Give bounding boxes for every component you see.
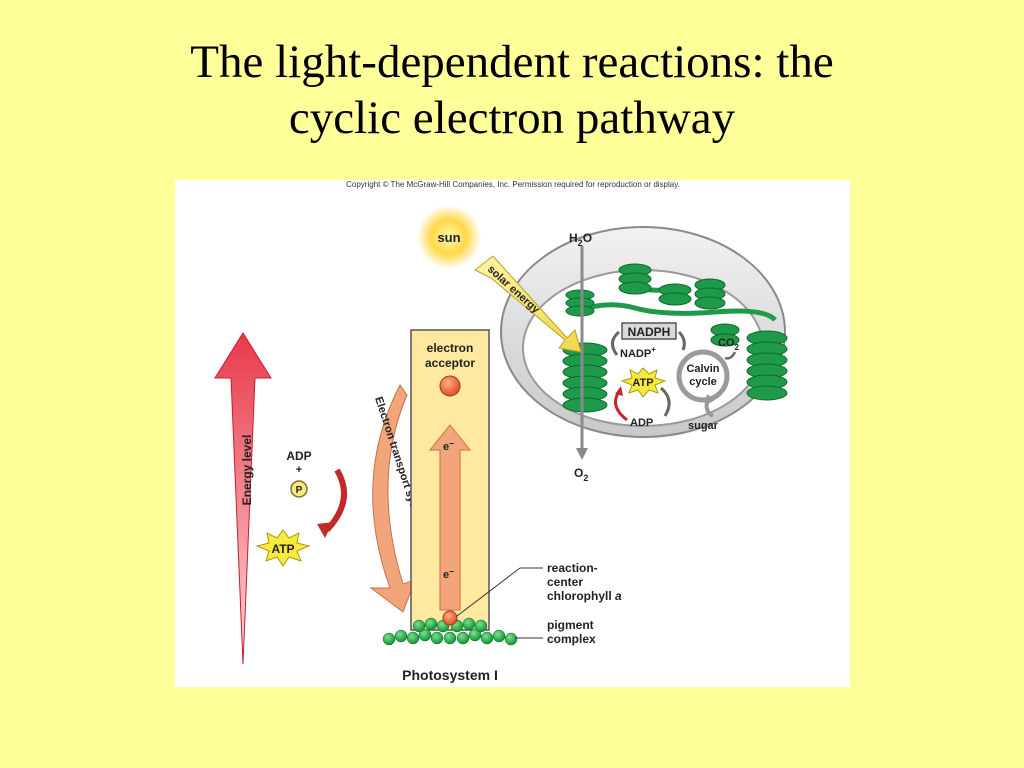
atp-label-chloroplast: ATP xyxy=(632,377,653,389)
calvin-cycle-ring xyxy=(676,349,730,403)
co2-label: CO2 xyxy=(718,337,740,352)
copyright-text: Copyright © The McGraw-Hill Companies, I… xyxy=(346,180,680,189)
nadp-cycle-arrow xyxy=(611,330,621,356)
calvin-label-2: cycle xyxy=(689,376,717,388)
acceptor-label-1: electron xyxy=(427,341,474,355)
nadph-cycle-arrow xyxy=(677,330,686,351)
solar-energy-arrow xyxy=(474,255,582,353)
diagram-figure: Copyright © The McGraw-Hill Companies, I… xyxy=(175,180,850,687)
electron-label-bottom: e– xyxy=(443,566,454,581)
atp-burst-chloroplast xyxy=(620,367,667,398)
acceptor-label-2: acceptor xyxy=(425,356,475,370)
reaction-center-label-1: reaction- xyxy=(547,561,598,575)
chloroplast: NADPH NADP+ Calvin cycle CO2 sugar ATP A… xyxy=(500,226,788,483)
granum-stack xyxy=(658,283,692,306)
reaction-center-label-2: center xyxy=(547,575,583,589)
energy-level-label: Energy level xyxy=(240,435,254,506)
reaction-center-ball xyxy=(442,610,458,626)
sun-label: sun xyxy=(437,230,460,245)
phosphate-label: P xyxy=(296,485,303,496)
reaction-center-label-3: chlorophyll a xyxy=(547,589,622,603)
pigment-complex-label-2: complex xyxy=(547,632,596,646)
electron-up-arrow xyxy=(428,424,472,611)
sugar-label: sugar xyxy=(688,420,719,432)
energy-level-arrow xyxy=(214,332,272,665)
photosystem-label: Photosystem I xyxy=(402,667,498,683)
electron-label-top: e– xyxy=(443,438,454,453)
reaction-center-callout xyxy=(456,567,521,617)
pigment-complex-label-1: pigment xyxy=(547,618,594,632)
nadph-box xyxy=(621,322,677,340)
adp-to-atp-arrowhead-left xyxy=(317,522,333,538)
electron-acceptor-ball xyxy=(439,375,461,397)
adp-label-left: ADP xyxy=(286,449,311,463)
nadph-label: NADPH xyxy=(628,325,671,339)
calvin-label-1: Calvin xyxy=(686,363,719,375)
atp-burst-left xyxy=(255,529,311,567)
granum-stack xyxy=(746,330,788,401)
oxygen-arrowhead xyxy=(576,448,588,460)
h2o-label: H2O xyxy=(569,231,592,248)
adp-to-atp-arrowhead xyxy=(615,386,623,396)
adp-label-chloroplast: ADP xyxy=(630,417,653,429)
pigment-complex xyxy=(382,617,518,646)
plus-label: + xyxy=(296,464,302,476)
slide-title-line-2: cyclic electron pathway xyxy=(288,92,736,144)
sugar-arrow xyxy=(704,401,715,418)
granum-stack xyxy=(618,263,652,295)
stroma-lamella xyxy=(574,302,777,322)
diagram-svg: Copyright © The McGraw-Hill Companies, I… xyxy=(214,180,788,683)
slide-title-line-1: The light-dependent reactions: the xyxy=(190,36,834,88)
nadp-label: NADP+ xyxy=(620,345,656,360)
atp-label-left: ATP xyxy=(271,542,294,556)
electron-transport-arrow xyxy=(369,384,416,613)
granum-stack xyxy=(694,278,726,310)
granum-stack xyxy=(565,289,595,317)
atp-to-adp-arrow xyxy=(659,386,671,417)
phosphate-circle xyxy=(290,480,308,498)
granum-stack xyxy=(710,323,740,347)
o2-label: O2 xyxy=(574,466,588,483)
co2-arrow xyxy=(724,351,737,360)
slide-title: The light-dependent reactions: the cycli… xyxy=(0,34,1024,146)
granum-stack xyxy=(562,342,608,413)
adp-to-atp-arrow-left xyxy=(324,468,347,533)
sun-icon xyxy=(417,205,481,269)
